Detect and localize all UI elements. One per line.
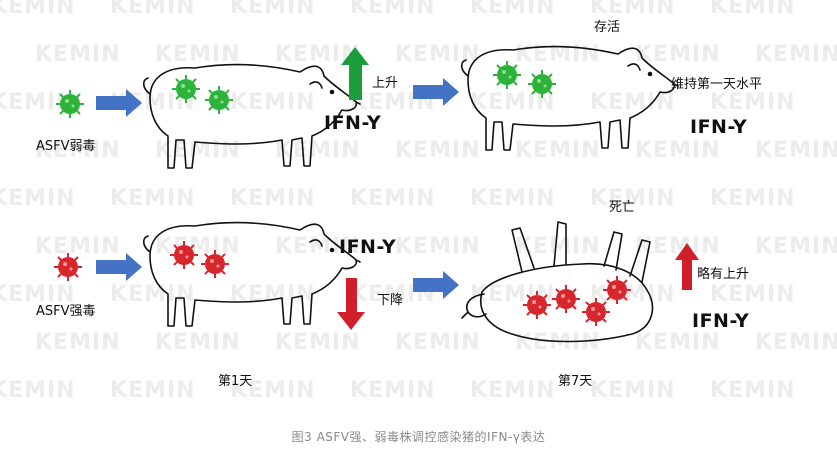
watermark-logo: KEMIN xyxy=(755,234,837,259)
watermark-logo: KEMIN xyxy=(35,42,121,67)
watermark-logo: KEMIN xyxy=(0,378,76,403)
bottom-day7-trend-label: 略有上升 xyxy=(697,267,750,282)
watermark-logo: KEMIN xyxy=(230,90,316,115)
bottom-trend-label: 下降 xyxy=(377,293,404,308)
watermark-logo: KEMIN xyxy=(515,138,601,163)
watermark-logo: KEMIN xyxy=(635,138,721,163)
watermark-logo: KEMIN xyxy=(590,0,676,19)
watermark-logo: KEMIN xyxy=(110,282,196,307)
watermark-logo: KEMIN xyxy=(110,186,196,211)
watermark-logo: KEMIN xyxy=(110,378,196,403)
watermark-logo: KEMIN xyxy=(710,0,796,19)
watermark-logo: KEMIN xyxy=(590,90,676,115)
watermark-logo: KEMIN xyxy=(710,378,796,403)
top-ifn-day7-label: IFN-Y xyxy=(690,116,748,138)
watermark-logo: KEMIN xyxy=(0,186,76,211)
watermark-logo: KEMIN xyxy=(395,234,481,259)
figure-caption: 图3 ASFV强、弱毒株调控感染猪的IFN-γ表达 xyxy=(291,430,546,444)
watermark-logo: KEMIN xyxy=(590,186,676,211)
watermark-logo: KEMIN xyxy=(470,378,556,403)
watermark-logo: KEMIN xyxy=(470,186,556,211)
strong-strain-label: ASFV强毒 xyxy=(36,304,96,319)
weak-strain-label: ASFV弱毒 xyxy=(36,139,96,154)
watermark-logo: KEMIN xyxy=(470,0,556,19)
watermark-logo: KEMIN xyxy=(350,186,436,211)
top-ifn-day1-label: IFN-Y xyxy=(324,112,382,134)
watermark-logo: KEMIN xyxy=(230,282,316,307)
top-trend-label: 上升 xyxy=(372,76,399,91)
level-note-label: 维持第一天水平 xyxy=(671,77,763,92)
watermark-logo: KEMIN xyxy=(710,186,796,211)
watermark-logo: KEMIN xyxy=(230,378,316,403)
watermark-logo: KEMIN xyxy=(230,0,316,19)
watermark-logo: KEMIN xyxy=(275,234,361,259)
watermark-logo: KEMIN xyxy=(35,234,121,259)
day1-label: 第1天 xyxy=(218,374,253,389)
watermark-logo: KEMIN xyxy=(110,0,196,19)
watermark-logo: KEMIN xyxy=(515,330,601,355)
watermark-logo: KEMIN xyxy=(635,42,721,67)
watermark-logo: KEMIN xyxy=(755,330,837,355)
watermark-logo: KEMIN xyxy=(470,90,556,115)
watermark-logo: KEMIN xyxy=(230,186,316,211)
watermark-logo: KEMIN xyxy=(395,138,481,163)
watermark-logo: KEMIN xyxy=(710,282,796,307)
watermark-logo: KEMIN xyxy=(155,330,241,355)
watermark-logo: KEMIN xyxy=(590,378,676,403)
watermark-logo: KEMIN xyxy=(35,138,121,163)
death-label: 死亡 xyxy=(609,200,636,215)
watermark-logo: KEMIN xyxy=(755,42,837,67)
watermark-logo: KEMIN xyxy=(35,330,121,355)
watermark-logo: KEMIN xyxy=(0,282,76,307)
bottom-ifn-day7-label: IFN-Y xyxy=(692,310,750,332)
watermark-logo: KEMIN xyxy=(755,138,837,163)
watermark-logo: KEMIN xyxy=(395,330,481,355)
watermark-logo: KEMIN xyxy=(155,42,241,67)
watermark-logo: KEMIN xyxy=(275,138,361,163)
day7-label: 第7天 xyxy=(558,374,593,389)
watermark-logo: KEMIN xyxy=(0,0,76,19)
watermark-logo: KEMIN xyxy=(395,42,481,67)
watermark-logo: KEMIN xyxy=(275,330,361,355)
watermark-logo: KEMIN xyxy=(635,330,721,355)
watermark-logo: KEMIN xyxy=(710,90,796,115)
bottom-ifn-day1-label: IFN-Y xyxy=(339,236,397,258)
watermark-logo: KEMIN xyxy=(350,0,436,19)
watermark-logo: KEMIN xyxy=(350,378,436,403)
survival-label: 存活 xyxy=(594,20,621,35)
